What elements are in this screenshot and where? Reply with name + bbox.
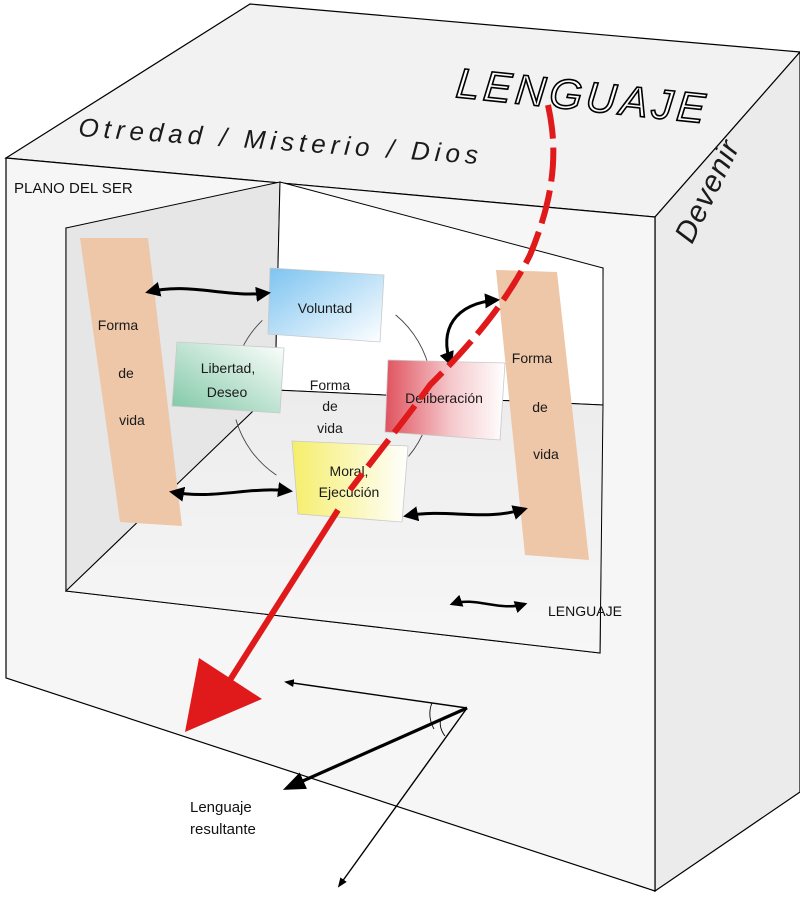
left-column-text: Forma de vida xyxy=(98,317,145,428)
card-libertad-line-2: Deseo xyxy=(207,384,248,400)
right-forma-column xyxy=(496,270,589,560)
center-line-2: de xyxy=(322,398,338,414)
center-line-1: Forma xyxy=(310,377,351,393)
result-line-2: resultante xyxy=(190,821,256,838)
card-deliberacion: Deliberación xyxy=(384,359,506,441)
result-line-1: Lenguaje xyxy=(190,799,252,816)
legend-arrow-icon xyxy=(449,594,528,613)
center-line-3: vida xyxy=(317,420,343,436)
card-deliberacion-label: Deliberación xyxy=(405,390,483,406)
language-red-dashed-path xyxy=(347,104,557,492)
vector-result xyxy=(282,706,468,790)
right-column-line-3: vida xyxy=(533,446,559,462)
arrow-moral-right xyxy=(403,505,528,522)
card-voluntad-label: Voluntad xyxy=(298,300,353,316)
card-moral-line-2: Ejecución xyxy=(319,484,380,500)
card-libertad-line-1: Libertad, xyxy=(201,360,255,376)
left-column-line-3: vida xyxy=(119,412,145,428)
right-column-text: Forma de vida xyxy=(512,350,559,462)
vector-down xyxy=(337,707,468,888)
plane-label: PLANO DEL SER xyxy=(14,180,133,197)
arrow-left-moral xyxy=(169,482,293,502)
left-forma-column xyxy=(80,238,182,526)
right-column-line-2: de xyxy=(532,399,548,415)
vector-angle-arc-1 xyxy=(429,702,435,730)
vector-angle-arc-2 xyxy=(439,718,446,737)
vector-left xyxy=(284,679,468,709)
center-text: Forma de vida xyxy=(310,377,351,436)
left-column-line-2: de xyxy=(118,365,134,381)
left-column-line-1: Forma xyxy=(98,317,139,333)
card-voluntad: Voluntad xyxy=(267,267,385,343)
card-moral: Moral, Ejecución xyxy=(291,440,409,523)
language-red-arrow-head xyxy=(185,658,262,732)
arrow-left-voluntad xyxy=(145,281,271,302)
card-libertad: Libertad, Deseo xyxy=(171,341,285,414)
arrow-deliberacion-right xyxy=(439,293,500,367)
legend-label: LENGUAJE xyxy=(548,603,622,619)
right-column-line-1: Forma xyxy=(512,350,553,366)
language-red-arrow-shaft xyxy=(227,508,341,682)
